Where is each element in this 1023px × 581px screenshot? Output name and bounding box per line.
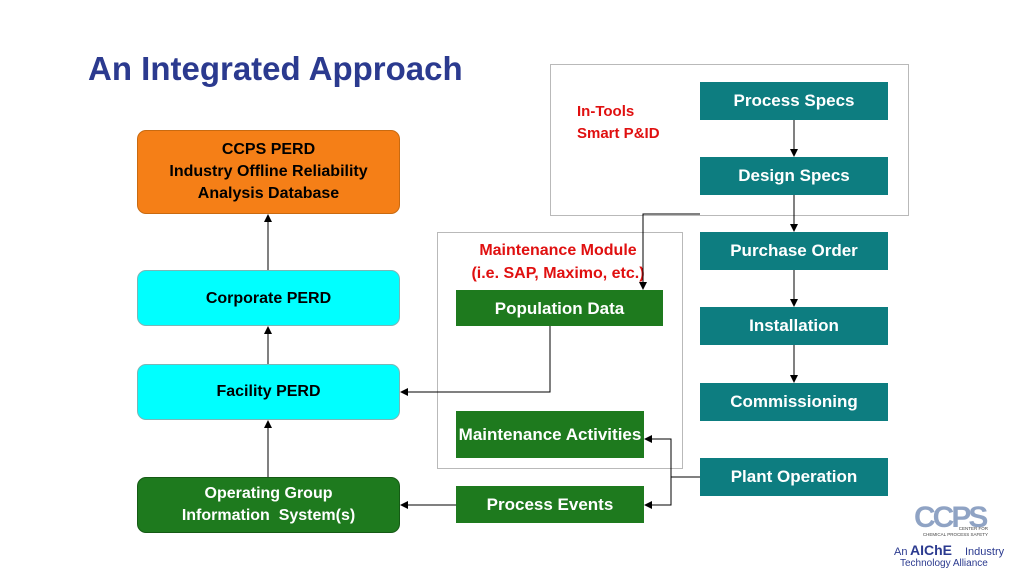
logo-an: An: [894, 546, 907, 558]
maintenance-module-label: Maintenance Module (i.e. SAP, Maximo, et…: [447, 239, 669, 285]
logo-industry: Industry: [965, 546, 1005, 558]
logo-ccps: CCPS: [914, 501, 987, 534]
ccps-perd-line-3: Analysis Database: [197, 185, 340, 202]
ccps-perd-box: CCPS PERD Industry Offline Reliability A…: [137, 130, 400, 214]
population-data-box: Population Data: [456, 290, 663, 326]
logo-center-line-2: CHEMICAL PROCESS SAFETY: [923, 532, 988, 537]
design-specs-label: Design Specs: [738, 166, 850, 185]
ccps-perd-line-1: CCPS PERD: [221, 141, 316, 158]
in-tools-frame: [550, 64, 909, 216]
maintenance-activities-line-1: Maintenance: [458, 425, 562, 444]
logo-center-line-1: CENTER FOR: [959, 526, 989, 531]
process-events-box: Process Events: [456, 486, 644, 523]
process-specs-label: Process Specs: [733, 91, 855, 110]
operating-group-box: Operating Group Information System(s): [137, 477, 400, 533]
maintenance-activities-line-2: Activities: [565, 425, 642, 444]
facility-perd-label: Facility PERD: [216, 383, 321, 400]
purchase-order-label: Purchase Order: [730, 241, 858, 260]
commissioning-label: Commissioning: [730, 392, 858, 411]
maintenance-activities-box: Maintenance Activities: [456, 411, 644, 458]
facility-perd-box: Facility PERD: [137, 364, 400, 420]
process-events-label: Process Events: [486, 495, 614, 514]
arrow-plant-to-process-events: [644, 477, 672, 509]
in-tools-line-2: Smart P&ID: [577, 125, 660, 142]
design-specs-box: Design Specs: [700, 157, 888, 195]
arrow-plant-to-maintenance: [644, 435, 672, 477]
logo-technology-alliance: Technology Alliance: [900, 558, 988, 569]
maintenance-module-frame: [437, 232, 683, 469]
corporate-perd-label: Corporate PERD: [205, 290, 332, 307]
plant-operation-label: Plant Operation: [730, 467, 858, 486]
corporate-perd-box: Corporate PERD: [137, 270, 400, 326]
ccps-aiche-logo: CCPS CENTER FOR CHEMICAL PROCESS SAFETY …: [894, 501, 1005, 569]
process-specs-box: Process Specs: [700, 82, 888, 120]
operating-group-line-2: Information System(s): [181, 507, 356, 524]
plant-operation-box: Plant Operation: [700, 458, 888, 496]
maintenance-module-line-1: Maintenance Module: [479, 242, 637, 259]
ccps-perd-line-2: Industry Offline Reliability: [169, 163, 368, 180]
in-tools-line-1: In-Tools: [577, 103, 635, 120]
page-title: An Integrated Approach: [88, 50, 463, 87]
installation-label: Installation: [749, 316, 839, 335]
arrow-design-to-population: [639, 213, 700, 290]
arrow-population-to-facility: [400, 326, 551, 396]
maintenance-module-line-2: (i.e. SAP, Maximo, etc.): [471, 265, 645, 282]
operating-group-line-1: Operating Group: [204, 485, 333, 502]
in-tools-label: In-Tools Smart P&ID: [577, 101, 660, 145]
logo-aiche: AIChE: [910, 542, 952, 558]
purchase-order-box: Purchase Order: [700, 232, 888, 270]
population-data-label: Population Data: [494, 298, 625, 318]
commissioning-box: Commissioning: [700, 383, 888, 421]
installation-box: Installation: [700, 307, 888, 345]
